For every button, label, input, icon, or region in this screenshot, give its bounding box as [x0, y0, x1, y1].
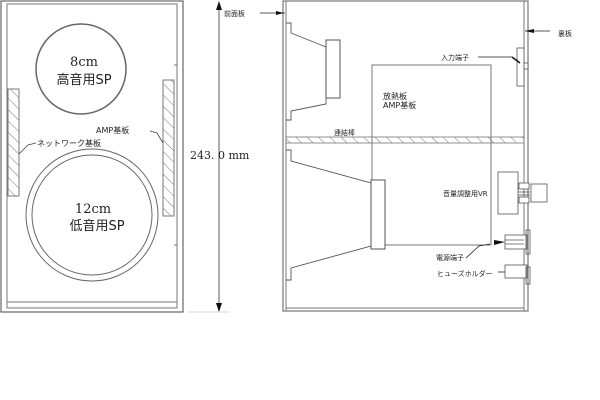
- back-panel-label: 裏板: [558, 29, 572, 38]
- tweeter-magnet: [325, 39, 341, 99]
- woofer-size-label: 12cm: [75, 202, 111, 217]
- input-terminal-label: 入力端子: [441, 53, 469, 62]
- network-board: [7, 88, 20, 197]
- volume-knob: [530, 183, 548, 203]
- tweeter-size-label: 8cm: [70, 55, 98, 70]
- connecting-rod-label: 連結棒: [334, 128, 355, 137]
- volume-vr-body: [497, 171, 519, 215]
- input-terminal: [516, 47, 525, 87]
- tweeter-cone-side: [286, 22, 327, 121]
- fuse-holder: [504, 264, 528, 279]
- woofer-outer-circle: [25, 148, 159, 282]
- fuse-holder-label: ヒューズホルダー: [437, 269, 493, 278]
- woofer-name-label: 低音用SP: [69, 218, 124, 234]
- front-panel-label: 前面板: [224, 9, 245, 18]
- connecting-rod: [285, 136, 525, 144]
- woofer-cone-side: [286, 149, 372, 281]
- power-terminal-label: 電源端子: [436, 253, 464, 262]
- network-board-label: ネットワーク基板: [37, 138, 101, 148]
- side-enclosure: [282, 0, 529, 312]
- volume-vr-label: 音量調整用VR: [443, 189, 488, 198]
- tweeter-name-label: 高音用SP: [56, 72, 111, 88]
- height-dimension: [188, 1, 230, 313]
- tweeter-circle: [35, 23, 127, 115]
- front-enclosure-outer: [0, 0, 184, 313]
- front-enclosure-inner: [6, 3, 178, 309]
- side-view: [260, 0, 550, 312]
- woofer-inner-circle: [31, 154, 153, 276]
- amp-board: [162, 79, 175, 217]
- amp-board-side-label: AMP基板: [383, 100, 416, 110]
- heatsink-label: 放熱板: [383, 91, 407, 101]
- amp-board-label: AMP基板: [96, 125, 129, 135]
- front-view: [0, 0, 184, 313]
- height-dimension-label: 243. 0 mm: [190, 149, 250, 162]
- woofer-magnet: [370, 179, 386, 250]
- power-terminal: [504, 234, 528, 250]
- heatsink-box: [371, 64, 492, 245]
